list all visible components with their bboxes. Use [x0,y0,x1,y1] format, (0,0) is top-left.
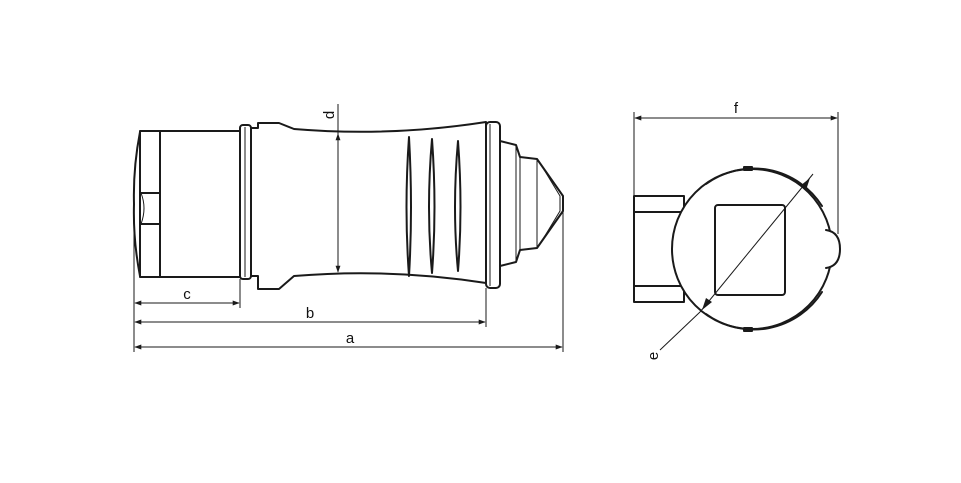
dimension-f: f [633,100,839,234]
extension-lines [133,210,564,352]
side-view: d c b a [132,104,564,352]
dimension-e: e [645,173,814,360]
front-view: e f [633,100,841,360]
dimension-b: b [134,305,486,325]
plug-body [250,121,501,290]
label-b: b [306,305,314,322]
socket-face [671,166,841,332]
label-f: f [734,100,739,117]
dimension-a: a [134,330,563,350]
dimension-c: c [134,286,240,306]
label-c: c [183,286,191,303]
dimension-d: d [321,104,341,273]
pin-head [499,140,564,267]
label-d: d [321,111,338,119]
label-e: e [645,352,662,360]
label-a: a [346,330,355,347]
rear-cap [132,124,252,280]
grip-ribs [405,136,462,277]
